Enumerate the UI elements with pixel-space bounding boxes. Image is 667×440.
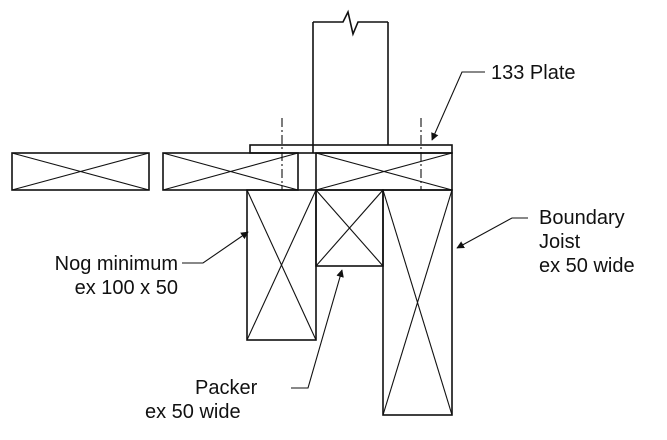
nog-leader bbox=[182, 231, 249, 264]
plate bbox=[249, 144, 453, 154]
stud-above bbox=[312, 9, 389, 153]
boundary-label-line-3: ex 50 wide bbox=[539, 255, 635, 277]
nog bbox=[246, 189, 317, 341]
joist-far-left bbox=[11, 152, 150, 191]
boundary-label-line-1: Boundary bbox=[539, 207, 625, 229]
boundary-label-line-2: Joist bbox=[539, 231, 581, 253]
boundary-joist bbox=[382, 189, 453, 416]
boundary-leader bbox=[456, 217, 528, 249]
joist-left bbox=[162, 152, 299, 191]
packer-leader bbox=[291, 269, 344, 389]
joist-right bbox=[315, 152, 453, 191]
plate-label: 133 Plate bbox=[491, 62, 576, 84]
plate-leader bbox=[431, 71, 485, 141]
packer bbox=[315, 189, 384, 267]
nog-label-line-1: Nog minimum bbox=[55, 253, 178, 275]
nog-label-line-2: ex 100 x 50 bbox=[75, 277, 178, 299]
packer-label-line-1: Packer bbox=[195, 377, 258, 399]
packer-label-line-2: ex 50 wide bbox=[145, 401, 241, 423]
